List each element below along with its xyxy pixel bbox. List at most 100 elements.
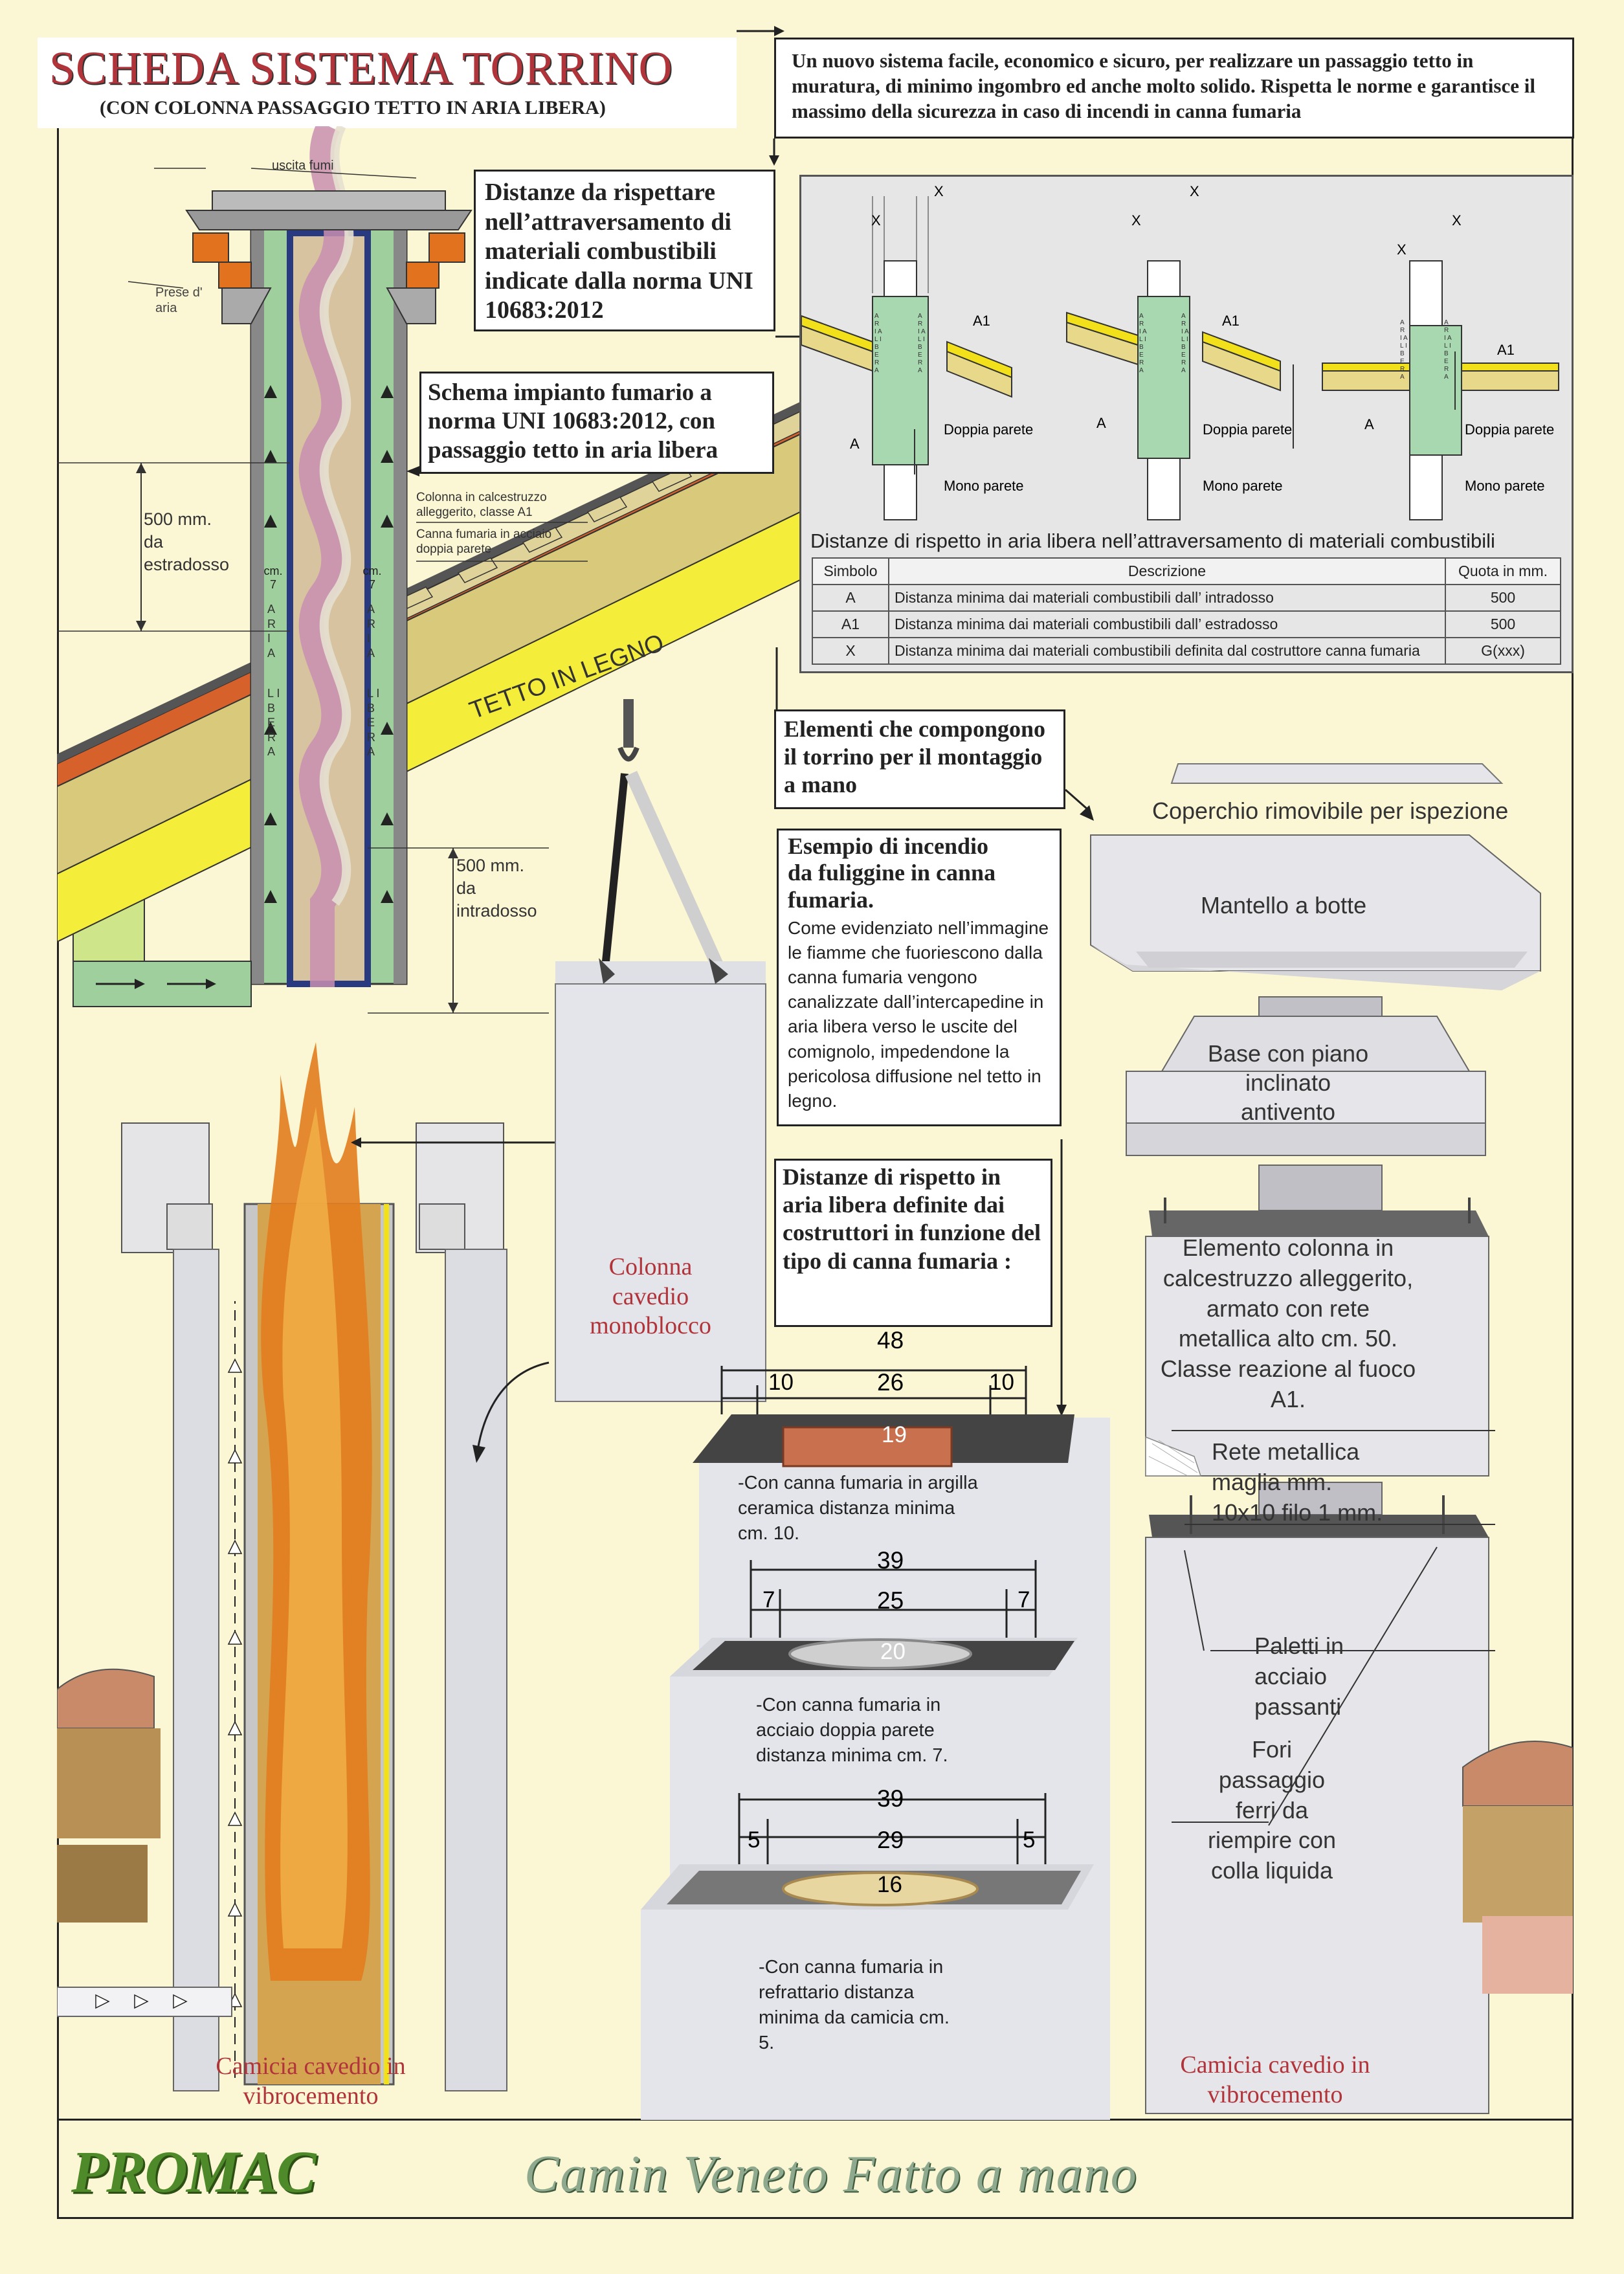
label-uscita-fumi: uscita fumi <box>272 159 334 173</box>
frame-right <box>1572 126 1574 2217</box>
size-1-note: -Con canna fumaria in argilla ceramica d… <box>738 1473 978 1544</box>
size-1-flue: 19 <box>882 1422 907 1447</box>
norm-aria-libera-6: A R I A L I B E R A <box>1444 319 1452 381</box>
table-cell: Distanza minima dai materiali combustibi… <box>888 610 1446 638</box>
size-3-total: 39 <box>877 1785 904 1812</box>
norm-x-label-1: X <box>871 212 881 229</box>
label-coperchio: Coperchio rimovibile per ispezione <box>1152 797 1509 824</box>
table-row: X Distanza minima dai materiali combusti… <box>812 637 1561 665</box>
norm-table-title: Distanze di rispetto in aria libera nell… <box>810 529 1495 552</box>
size-3-note: -Con canna fumaria in refrattario distan… <box>759 1957 950 2054</box>
norm-table-wrap: Simbolo Descrizione Quota in mm. A Dista… <box>812 557 1561 665</box>
size-blocks <box>641 1366 1110 2120</box>
norm-table-header: Descrizione <box>888 557 1446 585</box>
table-cell: X <box>812 637 889 665</box>
norm-x-label-5: X <box>1397 241 1407 258</box>
norm-x-label-2: X <box>934 183 944 199</box>
norm-x-label-4: X <box>1190 183 1199 199</box>
size-1-side-left: 10 <box>768 1370 794 1395</box>
size-2-note: -Con canna fumaria in acciaio doppia par… <box>756 1695 948 1767</box>
table-cell: 500 <box>1445 584 1561 612</box>
size-1-side-right: 10 <box>989 1370 1014 1395</box>
norm-doppia-1: Doppia parete <box>944 421 1034 438</box>
table-cell: G(xxx) <box>1445 637 1561 665</box>
size-2-inner: 25 <box>877 1587 904 1614</box>
page-subtitle: (CON COLONNA PASSAGGIO TETTO IN ARIA LIB… <box>100 97 606 118</box>
norm-figure-1 <box>801 196 1012 520</box>
norm-aria-libera-4: A R I A L I B E R A <box>1181 313 1189 374</box>
norm-doppia-2: Doppia parete <box>1203 421 1293 438</box>
callout-schema: Schema impianto fumario a norma UNI 1068… <box>419 372 774 474</box>
norm-mono-3: Mono parete <box>1465 478 1545 494</box>
label-libera-left: L I B E R A <box>267 687 280 758</box>
norm-mono-1: Mono parete <box>944 478 1024 494</box>
norm-table: Simbolo Descrizione Quota in mm. A Dista… <box>812 557 1561 665</box>
table-cell: Distanza minima dai materiali combustibi… <box>888 637 1446 665</box>
fire-column-illustration <box>57 1042 588 2091</box>
size-1-inner: 26 <box>877 1369 904 1396</box>
label-500-estradosso: 500 mm. da estradosso <box>144 509 230 575</box>
label-500-intradosso: 500 mm. da intradosso <box>456 856 537 921</box>
label-colonna-calcestruzzo: Colonna in calcestruzzo alleggerito, cla… <box>416 491 547 519</box>
norm-x-label-3: X <box>1131 212 1141 229</box>
label-aria-right: A R I A <box>367 603 375 660</box>
norm-figures <box>801 196 1559 520</box>
esempio-body: Come evidenziato nell’immagine le fiamme… <box>788 918 1049 1111</box>
size-3-inner: 29 <box>877 1827 904 1853</box>
norm-aria-libera-3: A R I A L I B E R A <box>1139 313 1147 374</box>
norm-a-label-3: A <box>1364 416 1374 432</box>
label-colonna-cavedio: Colonna cavedio monoblocco <box>590 1253 711 1340</box>
frame-footer-bottom <box>57 2217 1574 2219</box>
norm-figure-3 <box>1322 260 1559 520</box>
size-3-side-right: 5 <box>1023 1827 1036 1853</box>
label-cm7-left: cm. 7 <box>263 564 283 591</box>
promac-logo: PROMAC <box>71 2139 317 2205</box>
label-rete-metallica: Rete metallica maglia mm. 10x10 filo 1 m… <box>1212 1438 1383 1526</box>
label-camicia-left: Camicia cavedio in vibrocemento <box>216 2053 406 2110</box>
intro-box: Un nuovo sistema facile, economico e sic… <box>774 38 1574 139</box>
callout-rispetto: Distanze di rispetto in aria libera defi… <box>774 1159 1052 1327</box>
table-cell: A1 <box>812 610 889 638</box>
norm-table-header: Simbolo <box>812 557 889 585</box>
size-2-flue: 20 <box>880 1639 906 1664</box>
table-cell: 500 <box>1445 610 1561 638</box>
size-2-total: 39 <box>877 1547 904 1574</box>
label-prese-aria: Prese d' aria <box>155 285 203 315</box>
label-canna-fumaria: Canna fumaria in acciaio doppia parete <box>416 528 552 556</box>
norm-a-label-2: A <box>1096 415 1106 431</box>
label-base: Base con piano inclinato antivento <box>1207 1040 1369 1125</box>
exploded-components <box>1090 763 1573 2114</box>
frame-left <box>57 126 59 2120</box>
chimney-section-diagram <box>57 126 801 1014</box>
intro-text: Un nuovo sistema facile, economico e sic… <box>792 49 1535 122</box>
norm-a1-label-1: A1 <box>973 313 990 329</box>
norm-doppia-3: Doppia parete <box>1465 421 1555 438</box>
table-cell: Distanza minima dai materiali combustibi… <box>888 584 1446 612</box>
norm-aria-libera-5: A R I A L I B E R A <box>1400 319 1408 381</box>
norm-figure-2 <box>1066 260 1281 520</box>
table-row: A Distanza minima dai materiali combusti… <box>812 584 1561 612</box>
label-fori: Fori passaggio ferri da riempire con col… <box>1207 1736 1337 1884</box>
norm-mono-2: Mono parete <box>1203 478 1283 494</box>
label-elemento-colonna: Elemento colonna in calcestruzzo allegge… <box>1160 1234 1416 1412</box>
label-aria-left: A R I A <box>267 603 276 660</box>
hanging-column <box>555 699 766 1402</box>
size-1-total: 48 <box>877 1327 904 1354</box>
norm-aria-libera-1: A R I A L I B E R A <box>874 313 882 374</box>
title-box: SCHEDA SISTEMA TORRINO (CON COLONNA PASS… <box>38 38 737 128</box>
label-camicia-right: Camicia cavedio in vibrocemento <box>1180 2051 1370 2108</box>
label-mantello: Mantello a botte <box>1201 892 1367 919</box>
norm-aria-libera-2: A R I A L I B E R A <box>918 313 926 374</box>
norm-panel: X X X X X X A1 A1 A1 A A A A R I A L I B… <box>799 175 1574 673</box>
label-paletti: Paletti in acciaio passanti <box>1254 1633 1344 1720</box>
label-libera-right: L I B E R A <box>367 687 380 758</box>
callout-elementi: Elementi che compongono il torrino per i… <box>774 709 1065 809</box>
callout-esempio-incendio: Esempio di incendio da fuliggine in cann… <box>777 829 1062 1126</box>
header-connectors <box>737 26 784 166</box>
label-cm7-right: cm. 7 <box>362 564 382 591</box>
table-cell: A <box>812 584 889 612</box>
norm-table-header: Quota in mm. <box>1445 557 1561 585</box>
page-title: SCHEDA SISTEMA TORRINO <box>49 42 673 94</box>
size-2-side-right: 7 <box>1018 1587 1030 1612</box>
callout-distanze: Distanze da rispettare nell’attraversame… <box>474 170 775 331</box>
